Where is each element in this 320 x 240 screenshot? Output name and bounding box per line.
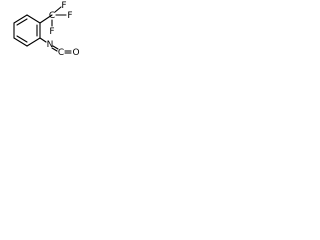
ring-bond-4 xyxy=(26,37,41,47)
bond-ring-to-nitrogen xyxy=(39,37,47,43)
fluorine-label-1: F xyxy=(61,1,66,11)
ring-double-bond-inner-3 xyxy=(16,35,28,43)
oxygen-label: O xyxy=(72,48,79,58)
fluorine-label-2: F xyxy=(67,11,72,21)
benzene-ring xyxy=(13,14,41,47)
ring-bond-2 xyxy=(26,14,41,24)
ring-double-bond-inner-1 xyxy=(16,18,28,26)
nitrogen-label: N xyxy=(47,40,54,50)
fluorine-label-3: F xyxy=(49,27,54,37)
chemical-structure-diagram: C F F F N C O xyxy=(13,1,80,58)
isocyanate-group: N C O xyxy=(39,37,80,58)
ring-bond-1 xyxy=(13,14,28,24)
bond-ring-to-cf3-carbon xyxy=(39,14,53,24)
bond-n-c-double-2 xyxy=(51,47,58,52)
cf3-carbon-label: C xyxy=(49,11,55,21)
bond-n-c-double-1 xyxy=(52,45,59,50)
trifluoromethyl-group: C F F F xyxy=(39,1,73,37)
isocyanate-carbon-label: C xyxy=(58,48,64,58)
ring-bond-5 xyxy=(13,37,28,47)
bond-c-f1 xyxy=(54,6,62,13)
